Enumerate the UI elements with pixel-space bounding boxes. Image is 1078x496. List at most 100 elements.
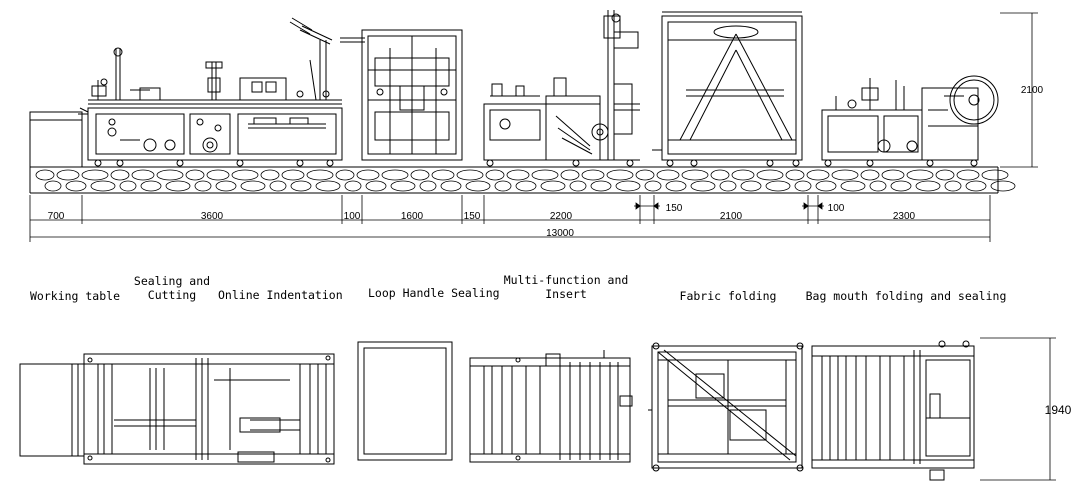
side-fabric-folding-machine xyxy=(652,11,803,167)
label-multifunction-1: Multi-function and xyxy=(504,273,629,287)
plan-working-table xyxy=(19,363,82,457)
ground-stone xyxy=(756,169,784,181)
ground-stone xyxy=(569,180,587,192)
label-loop-handle: Loop Handle Sealing xyxy=(368,286,500,300)
ground-stone xyxy=(965,180,987,192)
ground-stone xyxy=(240,180,266,192)
plan-fabric-folding xyxy=(648,342,804,472)
label-sealing-cutting-2: Cutting xyxy=(148,288,196,302)
ground-stone xyxy=(194,180,212,192)
ground-stone xyxy=(110,169,130,181)
ground-stone xyxy=(540,180,566,192)
ground-stone xyxy=(890,180,912,192)
ground-stone xyxy=(465,180,491,192)
ground-stone xyxy=(506,169,530,181)
ground-stone xyxy=(881,169,905,181)
ground-stone xyxy=(690,180,716,192)
ground-stone xyxy=(390,180,416,192)
side-loop-handle-machine xyxy=(361,29,463,161)
plan-bag-mouth xyxy=(811,340,975,481)
ground-stone xyxy=(140,180,162,192)
ground-stone xyxy=(206,169,230,181)
dim-100-b: 100 xyxy=(828,203,845,214)
ground-stone xyxy=(485,169,505,181)
ground-stone xyxy=(560,169,580,181)
ground-stone xyxy=(65,180,87,192)
label-sealing-cutting-1: Sealing and xyxy=(134,274,210,288)
ground-stone xyxy=(44,180,62,192)
ground-stone xyxy=(315,180,341,192)
ground-stone xyxy=(635,169,655,181)
ground-stone xyxy=(531,169,559,181)
ground-stone xyxy=(494,180,512,192)
ground-stone xyxy=(306,169,334,181)
ground-stone xyxy=(731,169,755,181)
ground-stone xyxy=(344,180,362,192)
side-elevation xyxy=(29,10,1038,242)
side-sealing-cutting-machine xyxy=(78,17,365,167)
ground-stone xyxy=(581,169,605,181)
ground-stone xyxy=(260,169,280,181)
ground-stone xyxy=(281,169,305,181)
ground-stone xyxy=(981,169,1009,181)
ground-stone xyxy=(156,169,184,181)
ground-stone xyxy=(165,180,191,192)
ground-stone xyxy=(860,169,880,181)
label-bag-mouth: Bag mouth folding and sealing xyxy=(806,289,1007,303)
ground-stone xyxy=(606,169,634,181)
ground-stone xyxy=(215,180,237,192)
dim-width-1940: 1940 xyxy=(1045,403,1072,417)
side-multifunction-machine xyxy=(483,10,640,167)
ground-stone xyxy=(869,180,887,192)
dim-height-2100: 2100 xyxy=(1021,85,1044,96)
dim-700: 700 xyxy=(48,211,65,222)
ground-stone xyxy=(615,180,641,192)
ground-stone xyxy=(185,169,205,181)
ground-stone xyxy=(269,180,287,192)
ground-stone xyxy=(944,180,962,192)
dim-2300: 2300 xyxy=(893,211,916,222)
ground-stone xyxy=(440,180,462,192)
ground-stone xyxy=(431,169,455,181)
ground-stone xyxy=(681,169,709,181)
ground-stone xyxy=(590,180,612,192)
ground-stone xyxy=(794,180,812,192)
ground-stone xyxy=(81,169,109,181)
plan-loop-handle xyxy=(357,341,453,461)
ground-stone xyxy=(419,180,437,192)
ground-stone xyxy=(785,169,805,181)
ground-stone xyxy=(381,169,409,181)
side-dimensions xyxy=(29,12,1038,242)
plan-view xyxy=(19,337,1056,481)
label-multifunction-2: Insert xyxy=(545,287,587,301)
ground-stone xyxy=(956,169,980,181)
dim-1600: 1600 xyxy=(401,211,424,222)
ground-stone xyxy=(290,180,312,192)
ground-stone xyxy=(815,180,837,192)
ground-stone xyxy=(365,180,387,192)
ground-stone xyxy=(335,169,355,181)
ground-stone xyxy=(915,180,941,192)
ground-stone xyxy=(515,180,537,192)
ground-stone xyxy=(356,169,380,181)
ground-stone xyxy=(131,169,155,181)
dim-100-a: 100 xyxy=(344,211,361,222)
ground-stone xyxy=(906,169,934,181)
dimension-labels: 700 3600 100 1600 150 2200 150 2100 100 … xyxy=(48,85,1072,417)
label-online-indentation: Online Indentation xyxy=(218,288,343,302)
dim-2200: 2200 xyxy=(550,211,573,222)
ground-stone xyxy=(644,180,662,192)
plan-sealing-machine xyxy=(77,353,335,465)
dim-total-13000: 13000 xyxy=(546,228,574,239)
ground-stone xyxy=(719,180,737,192)
ground-stone xyxy=(765,180,791,192)
ground-stone xyxy=(840,180,866,192)
side-working-table xyxy=(29,111,83,168)
plan-multifunction xyxy=(469,350,633,463)
ground-stone xyxy=(90,180,116,192)
ground-stone xyxy=(990,180,1016,192)
station-labels: Working table Sealing and Cutting Online… xyxy=(30,273,1006,303)
ground-stone xyxy=(806,169,830,181)
plan-width-dimension xyxy=(980,337,1056,481)
